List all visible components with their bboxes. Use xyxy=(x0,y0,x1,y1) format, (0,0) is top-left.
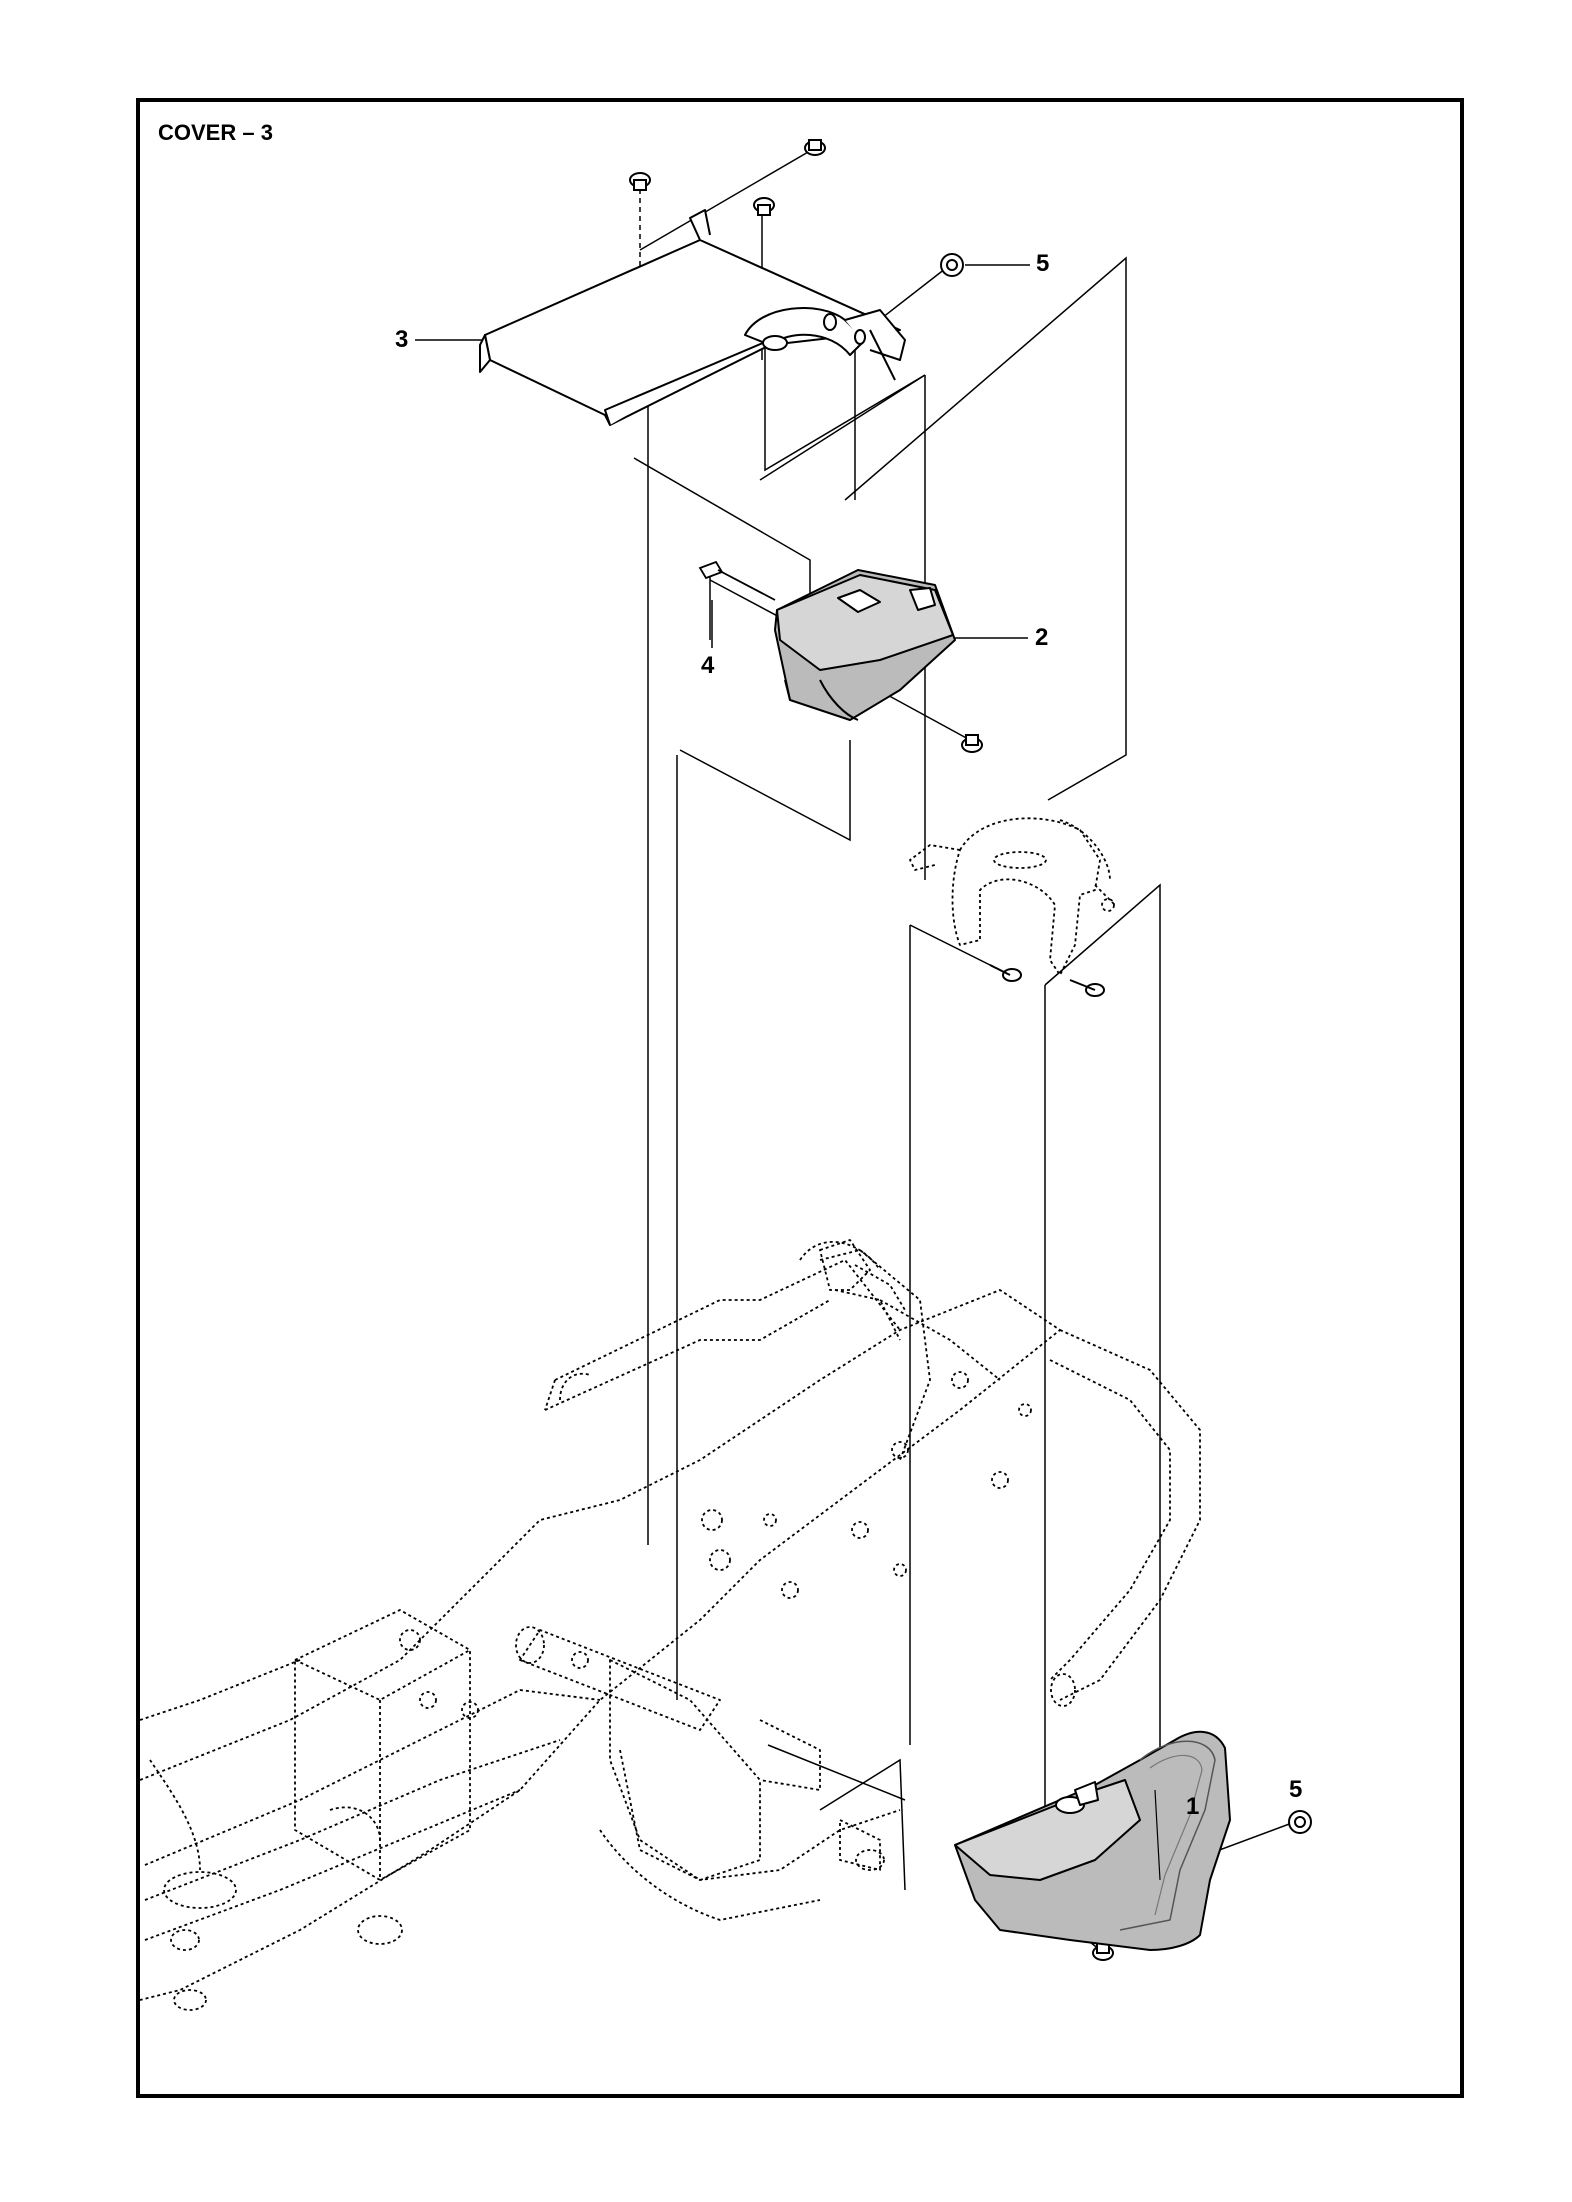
screw-lower xyxy=(1092,1942,1114,1961)
part-3-upper-cover-plate xyxy=(479,209,906,426)
bolt-guard-left xyxy=(989,964,1022,982)
callout-part-4: 4 xyxy=(701,652,715,679)
callout-leaders xyxy=(415,264,1196,1890)
page-title: COVER – 3 xyxy=(158,120,273,145)
callout-part-3: 3 xyxy=(395,326,409,353)
screw-center xyxy=(961,734,983,753)
callout-part-5-upper: 5 xyxy=(1036,250,1050,277)
part-1-belt-guard-cover xyxy=(954,1730,1231,1951)
screw-top-center xyxy=(753,197,775,216)
part-4-clip xyxy=(698,560,776,601)
nut-part-5-upper xyxy=(940,253,964,277)
chassis-frame-outline xyxy=(139,1239,1201,2011)
callout-part-1: 1 xyxy=(1186,1793,1200,1820)
nut-part-5-lower xyxy=(1288,1810,1312,1834)
diagram-frame xyxy=(136,98,1464,2098)
bolt-guard-right xyxy=(1069,979,1105,997)
screw-top-left xyxy=(629,172,651,191)
callout-part-5-lower: 5 xyxy=(1289,1776,1303,1803)
part-2-center-cover xyxy=(774,569,956,721)
fasteners xyxy=(629,139,1312,1961)
callout-part-2: 2 xyxy=(1035,624,1049,651)
belt-guard-bracket-outline xyxy=(909,817,1116,976)
screw-top-right xyxy=(804,139,826,156)
assembly-guide-lines xyxy=(633,147,1301,1951)
